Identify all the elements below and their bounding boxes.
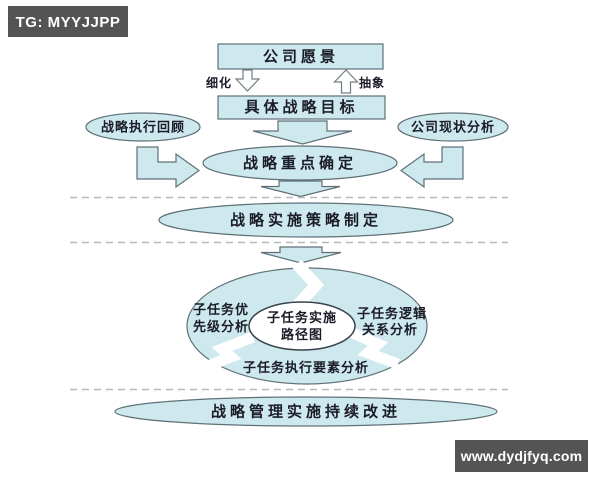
cycle-center-ellipse	[248, 301, 356, 351]
refine-down-arrow-icon	[234, 69, 261, 92]
improvement-ellipse-label: 战略管理实施持续改进	[211, 403, 401, 421]
down-arrow-strategy-to-cycle-icon	[260, 246, 342, 264]
cycle-center-label-line2: 路径图	[281, 327, 323, 343]
cycle-gap-lower-left	[198, 331, 255, 375]
refine-label: 细化	[206, 75, 232, 90]
review-ellipse-label: 战略执行回顾	[101, 120, 185, 136]
down-arrow-goal-to-focus-icon	[252, 120, 353, 145]
focus-ellipse-label: 战略重点确定	[243, 154, 357, 172]
cycle-left-label-line1: 子任务优	[193, 302, 249, 318]
cycle-right-label-line2: 关系分析	[362, 322, 418, 338]
improvement-ellipse	[114, 396, 498, 427]
status-ellipse	[397, 112, 509, 142]
abstract-up-arrow-icon	[333, 69, 359, 94]
right-elbow-arrow-icon	[399, 146, 464, 189]
goal-box-label: 具体战略目标	[244, 98, 358, 116]
bottom-watermark-label: www.dydjfyq.com	[460, 448, 583, 464]
strategy-ellipse-label: 战略实施策略制定	[230, 211, 382, 229]
vision-box	[217, 43, 384, 70]
abstract-label: 抽象	[359, 75, 385, 90]
left-elbow-arrow-icon	[136, 146, 201, 189]
cycle-bottom-label: 子任务执行要素分析	[243, 360, 369, 376]
cycle-left-label-line2: 先级分析	[193, 319, 249, 335]
cycle-center-label-line1: 子任务实施	[267, 310, 337, 326]
review-ellipse	[85, 112, 201, 142]
cycle-gap-top	[292, 259, 325, 310]
top-watermark-label: TG: MYYJJPP	[16, 14, 121, 31]
focus-ellipse	[202, 145, 398, 181]
bottom-watermark-badge	[455, 440, 588, 472]
vision-box-label: 公司愿景	[263, 48, 339, 66]
down-arrow-focus-to-strategy-icon	[260, 180, 341, 198]
strategy-ellipse	[158, 202, 454, 238]
status-ellipse-label: 公司现状分析	[411, 120, 495, 136]
cycle-gap-lower-right	[347, 326, 400, 370]
cycle-right-label-line1: 子任务逻辑	[357, 306, 427, 322]
top-watermark-badge	[8, 6, 128, 37]
goal-box	[217, 95, 386, 120]
